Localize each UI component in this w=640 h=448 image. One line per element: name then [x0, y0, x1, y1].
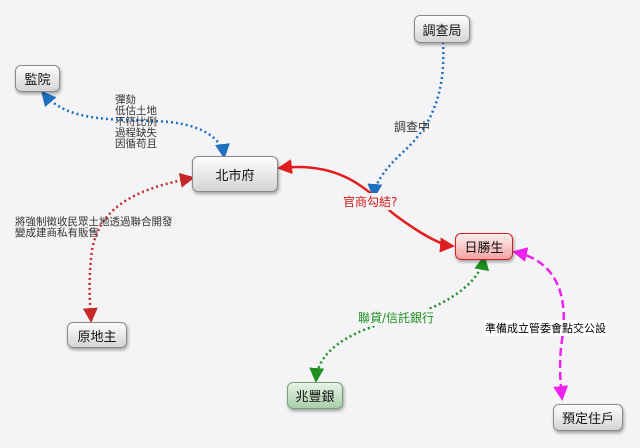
- node-rishengsheng-label: 日勝生: [464, 241, 504, 256]
- node-investigation-bureau[interactable]: 調查局: [414, 15, 470, 43]
- investigating-label: 調查中: [394, 120, 431, 134]
- impeach-line: 低估土地: [115, 105, 157, 117]
- management-committee-label: 準備成立管委會點交公設: [484, 320, 607, 336]
- edge-citygov-rishengsheng: [277, 159, 455, 253]
- collusion-label: 官商勾結?: [343, 193, 398, 210]
- edge-prison-citygov: [41, 90, 230, 159]
- node-future-residents-label: 預定住戶: [561, 412, 614, 427]
- node-zhaofeng-bank-label: 兆豐銀: [295, 390, 335, 405]
- syndicated-loan-label: 聯貸/信託銀行: [358, 309, 435, 326]
- impeach-line: 因循苟且: [115, 138, 157, 150]
- node-original-landowners-label: 原地主: [77, 329, 117, 345]
- node-investigation-bureau-label: 調查局: [422, 23, 462, 39]
- node-city-gov-label: 北市府: [215, 168, 255, 184]
- impeach-label: 彈劾 低估土地 不符比例 過程缺失 因循苟且: [115, 95, 157, 150]
- node-city-gov[interactable]: 北市府: [192, 156, 278, 192]
- node-rishengsheng[interactable]: 日勝生: [455, 233, 513, 260]
- edge-citygov-landowners: [82, 172, 195, 323]
- impeach-line: 不符比例: [115, 116, 157, 128]
- expropriation-label: 將強制徵收民眾土地透過聯合開發 變成建商私有販售: [15, 217, 173, 239]
- edge-bureau-collusion: [367, 41, 445, 199]
- node-future-residents[interactable]: 預定住戶: [553, 404, 623, 431]
- node-prison-label: 監院: [24, 73, 51, 88]
- impeach-line: 彈劾: [115, 94, 136, 106]
- node-zhaofeng-bank[interactable]: 兆豐銀: [287, 382, 343, 409]
- node-original-landowners[interactable]: 原地主: [67, 322, 127, 348]
- expropriation-line: 變成建商私有販售: [15, 227, 99, 239]
- impeach-line: 過程缺失: [115, 127, 157, 139]
- node-prison[interactable]: 監院: [15, 65, 60, 92]
- expropriation-line: 將強制徵收民眾土地透過聯合開發: [15, 216, 173, 228]
